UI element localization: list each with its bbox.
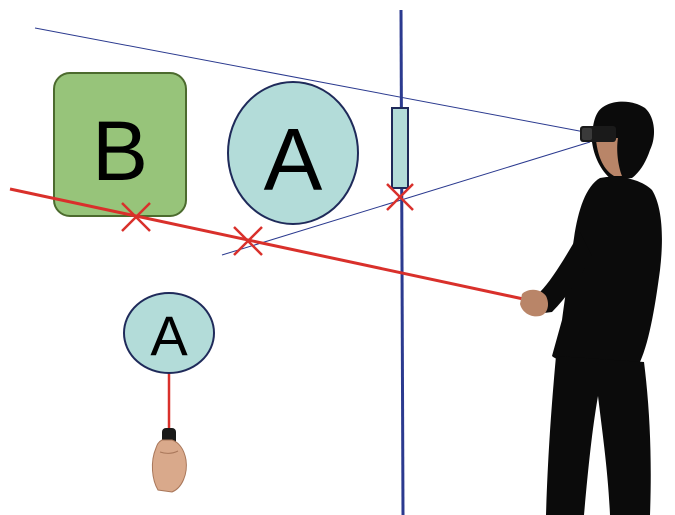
object-a-near-label: A (150, 304, 188, 367)
pointing-ray (9, 187, 529, 302)
object-a-near-circle (123, 292, 215, 374)
projected-object-rect (391, 107, 409, 189)
object-b-label: B (92, 104, 148, 198)
sight-line-upper (34, 27, 591, 134)
x-mark-icon (233, 226, 263, 256)
user-with-headset-icon (520, 101, 662, 515)
sight-line-lower (221, 141, 591, 256)
object-b-box (53, 72, 187, 217)
x-mark-icon (121, 202, 151, 232)
hand-holding-controller-icon (151, 428, 187, 493)
object-a-far-circle (227, 81, 359, 225)
image-plane-line (399, 9, 405, 515)
x-mark-icon (386, 183, 414, 211)
object-a-far-label: A (264, 110, 323, 209)
